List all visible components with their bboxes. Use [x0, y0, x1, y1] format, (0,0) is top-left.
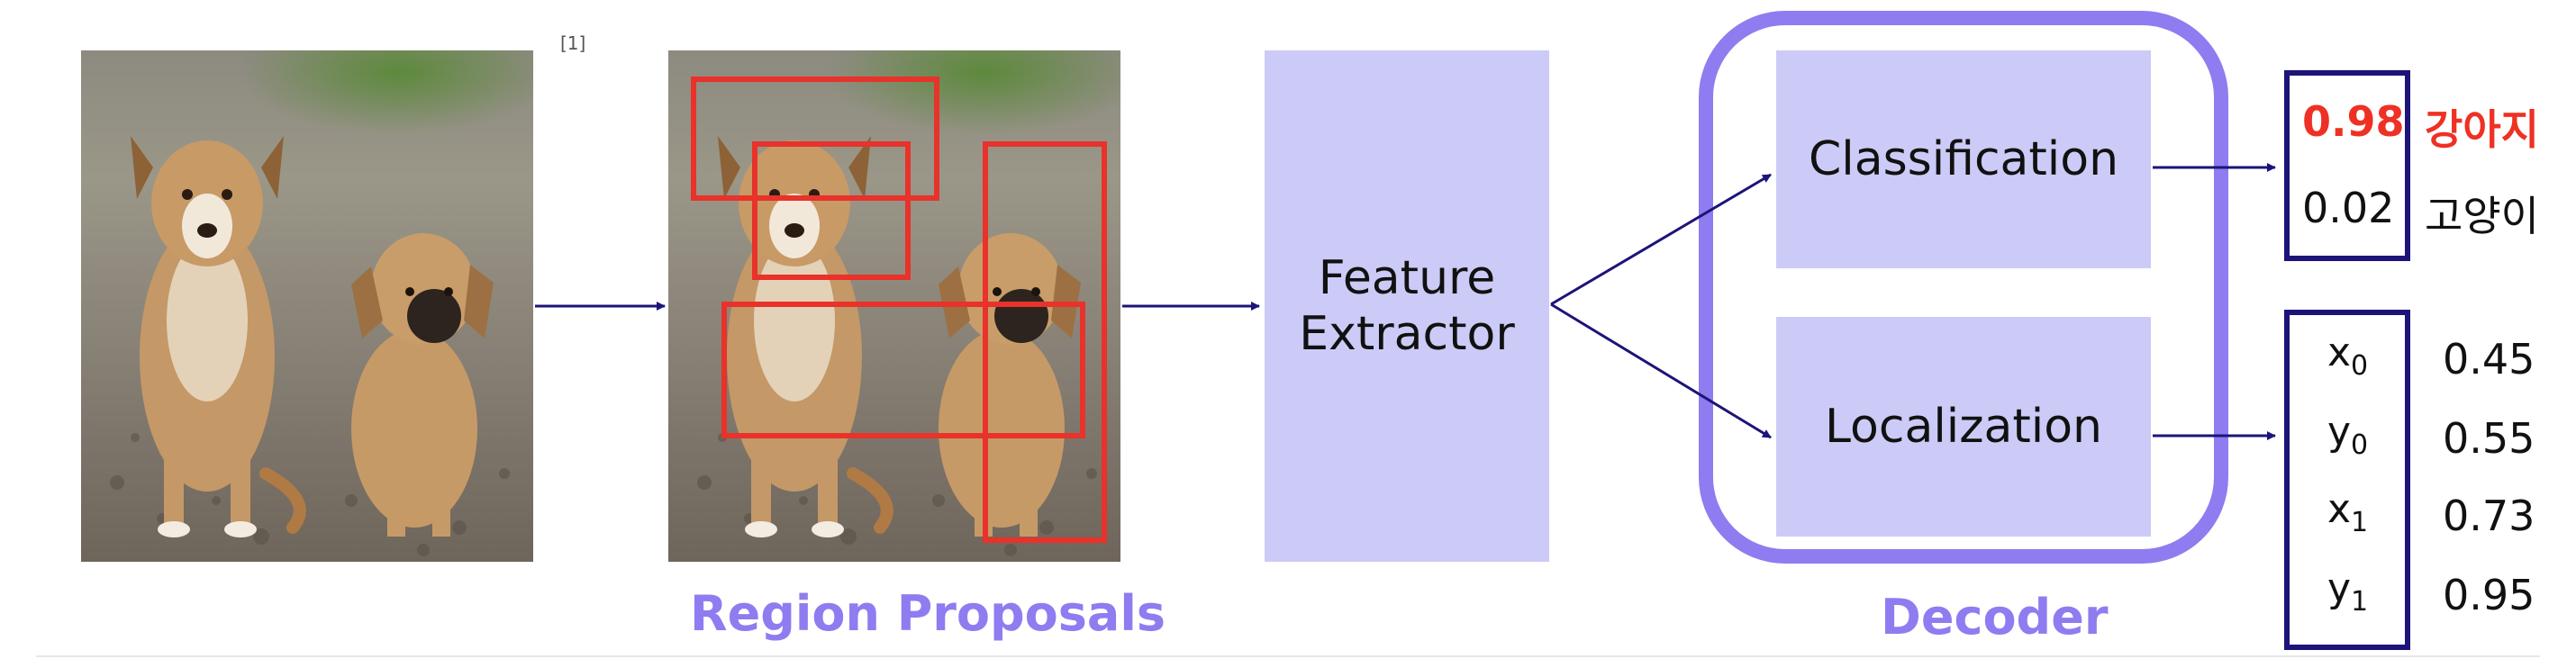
class-score-cat: 0.02 [2302, 184, 2395, 232]
proposal-box [752, 141, 911, 280]
classification-block: Classification [1776, 50, 2151, 268]
region-proposals-photo [668, 50, 1120, 562]
classification-output-box [2284, 70, 2410, 261]
feature-extractor-block: Feature Extractor [1265, 50, 1549, 562]
localization-output-box [2284, 310, 2410, 650]
coord-var-y1: y1 [2327, 565, 2369, 618]
arrow-extractor-to-localization [1550, 302, 1772, 439]
decoder-caption: Decoder [1881, 589, 2109, 645]
decoder-frame [1699, 11, 2228, 564]
proposal-box [721, 302, 1085, 438]
coord-value-y0: 0.55 [2443, 414, 2535, 463]
input-dog-photo [81, 50, 533, 562]
reference-marker: [1] [560, 32, 586, 54]
class-label-cat: 고양이 [2425, 192, 2539, 240]
coord-var-x1: x1 [2327, 486, 2369, 538]
proposal-box [983, 141, 1107, 543]
class-label-dog: 강아지 [2425, 105, 2539, 154]
region-proposals-caption: Region Proposals [690, 585, 1166, 642]
coord-var-x0: x0 [2327, 330, 2369, 382]
bottom-divider [36, 655, 2540, 657]
coord-value-y1: 0.95 [2443, 571, 2535, 619]
coord-var-y0: y0 [2327, 409, 2369, 461]
proposal-box [691, 77, 939, 201]
class-score-dog: 0.98 [2302, 97, 2405, 146]
localization-block: Localization [1776, 317, 2151, 537]
arrow-extractor-to-classification [1550, 173, 1772, 306]
coord-value-x0: 0.45 [2443, 335, 2535, 384]
coord-value-x1: 0.73 [2443, 492, 2535, 540]
